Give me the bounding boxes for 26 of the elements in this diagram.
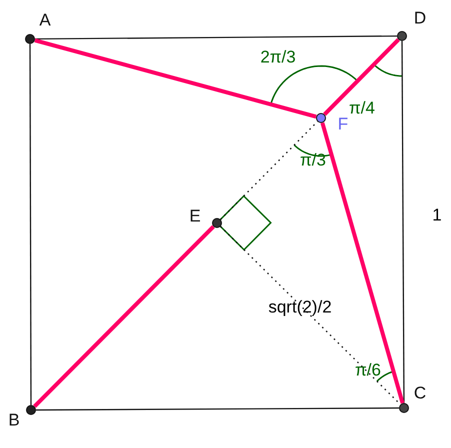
point-dot bbox=[25, 34, 35, 44]
point-label: F bbox=[338, 116, 348, 132]
point-label: A bbox=[39, 12, 51, 28]
line-segment bbox=[29, 44, 32, 405]
line-segment bbox=[33, 225, 215, 408]
edge-label: sqrt(2)/2 bbox=[268, 298, 332, 316]
line-segment bbox=[35, 35, 397, 40]
angle-label: π/4 bbox=[349, 100, 375, 116]
angle-label: π/6 bbox=[355, 362, 381, 378]
line-segment bbox=[34, 38, 317, 119]
point-dot bbox=[397, 31, 407, 41]
point-label: E bbox=[189, 208, 201, 224]
line-segment bbox=[401, 41, 405, 403]
dotted-line bbox=[220, 226, 401, 405]
edge-label: 1 bbox=[432, 206, 442, 224]
point-dot bbox=[26, 405, 36, 415]
point-dot bbox=[316, 113, 326, 123]
line-segment bbox=[36, 407, 399, 411]
point-label: D bbox=[414, 10, 426, 26]
line-segment bbox=[320, 122, 405, 404]
point-label: C bbox=[414, 384, 426, 402]
line-segment bbox=[323, 38, 400, 116]
point-dot bbox=[399, 403, 409, 413]
point-dot bbox=[212, 218, 222, 228]
angle-label: 2π/3 bbox=[260, 48, 296, 66]
point-label: B bbox=[8, 412, 20, 428]
